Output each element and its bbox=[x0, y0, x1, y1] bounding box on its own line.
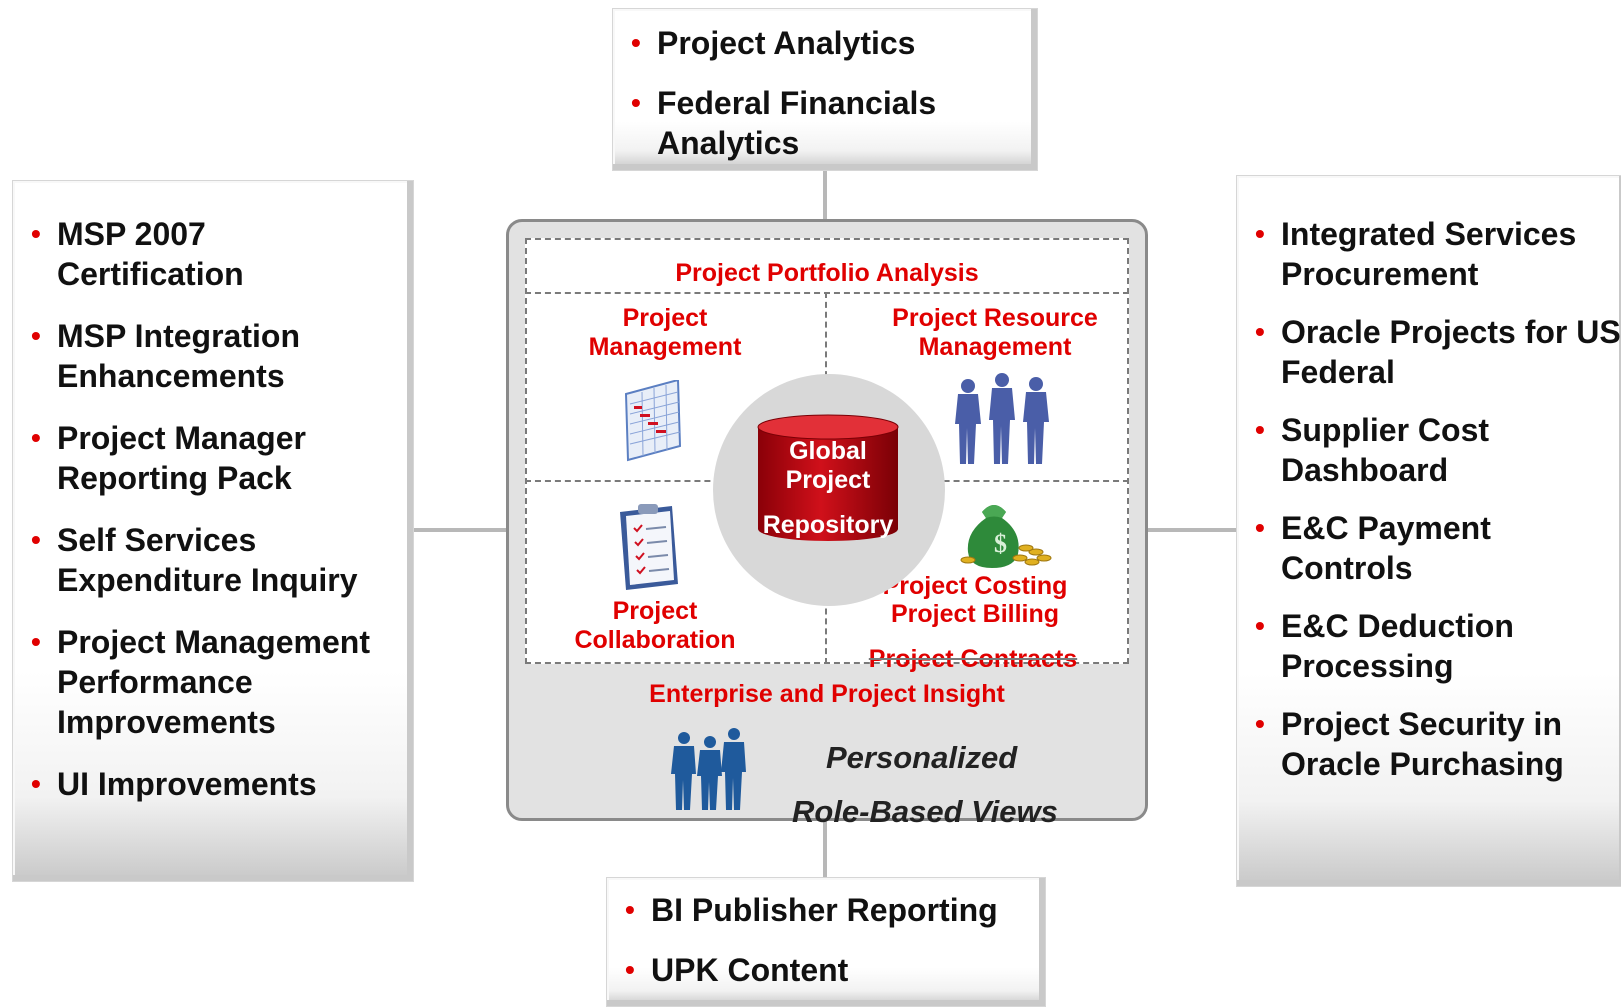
billing-label: Project Billing bbox=[890, 600, 1060, 628]
database-icon bbox=[757, 414, 899, 541]
list-item: E&C Payment Controls bbox=[1237, 508, 1541, 588]
management-label: Project Management bbox=[588, 304, 742, 361]
list-item: MSP Integration Enhancements bbox=[13, 316, 317, 396]
list-item: Oracle Projects for US Federal bbox=[1237, 312, 1621, 392]
list-item: UPK Content bbox=[607, 950, 1045, 990]
connector-right bbox=[1146, 528, 1238, 532]
clipboard-icon bbox=[620, 504, 678, 590]
repository-line: Global bbox=[789, 437, 867, 465]
collaboration-label: Project Collaboration bbox=[574, 597, 736, 654]
money-bag-icon: $ bbox=[960, 505, 1052, 568]
connector-top bbox=[823, 170, 827, 221]
list-item: E&C Deduction Processing bbox=[1237, 606, 1541, 686]
list-item: Supplier Cost Dashboard bbox=[1237, 410, 1541, 490]
costing-label: Project Costing bbox=[882, 572, 1068, 600]
list-item: Project Management Performance Improveme… bbox=[13, 622, 377, 742]
divider bbox=[525, 292, 1129, 294]
contracts-label: Project Contracts bbox=[868, 645, 1078, 673]
list-item: MSP 2007 Certification bbox=[13, 214, 399, 294]
personalized-label: Personalized bbox=[826, 740, 1018, 775]
list-item: Project Security in Oracle Purchasing bbox=[1237, 704, 1601, 784]
users-icon bbox=[671, 728, 746, 810]
list-item: Self Services Expenditure Inquiry bbox=[13, 520, 377, 600]
bottom-box: BI Publisher Reporting UPK Content bbox=[606, 877, 1046, 1007]
list-item: BI Publisher Reporting bbox=[607, 890, 1045, 930]
connector-left bbox=[412, 528, 508, 532]
list-item: Project Manager Reporting Pack bbox=[13, 418, 317, 498]
connector-bottom bbox=[823, 820, 827, 878]
repository-line: Repository bbox=[762, 511, 894, 539]
people-icon bbox=[955, 373, 1049, 464]
insight-label: Enterprise and Project Insight bbox=[649, 680, 1005, 708]
right-box: Integrated Services Procurement Oracle P… bbox=[1236, 175, 1621, 887]
gantt-chart-icon bbox=[624, 380, 682, 462]
list-item: Federal Financials Analytics bbox=[613, 83, 957, 163]
svg-text:$: $ bbox=[994, 529, 1007, 558]
portfolio-label: Project Portfolio Analysis bbox=[675, 259, 979, 287]
repository-label: Global Project Repository bbox=[752, 437, 904, 540]
list-item: UI Improvements bbox=[13, 764, 399, 804]
top-box: Project Analytics Federal Financials Ana… bbox=[612, 8, 1038, 171]
list-item: Integrated Services Procurement bbox=[1237, 214, 1601, 294]
repository-line: Project bbox=[785, 466, 871, 494]
list-item: Project Analytics bbox=[613, 23, 1037, 63]
resource-label: Project Resource Management bbox=[892, 304, 1098, 361]
left-box: MSP 2007 Certification MSP Integration E… bbox=[12, 180, 414, 882]
role-views-label: Role-Based Views bbox=[792, 794, 1058, 829]
